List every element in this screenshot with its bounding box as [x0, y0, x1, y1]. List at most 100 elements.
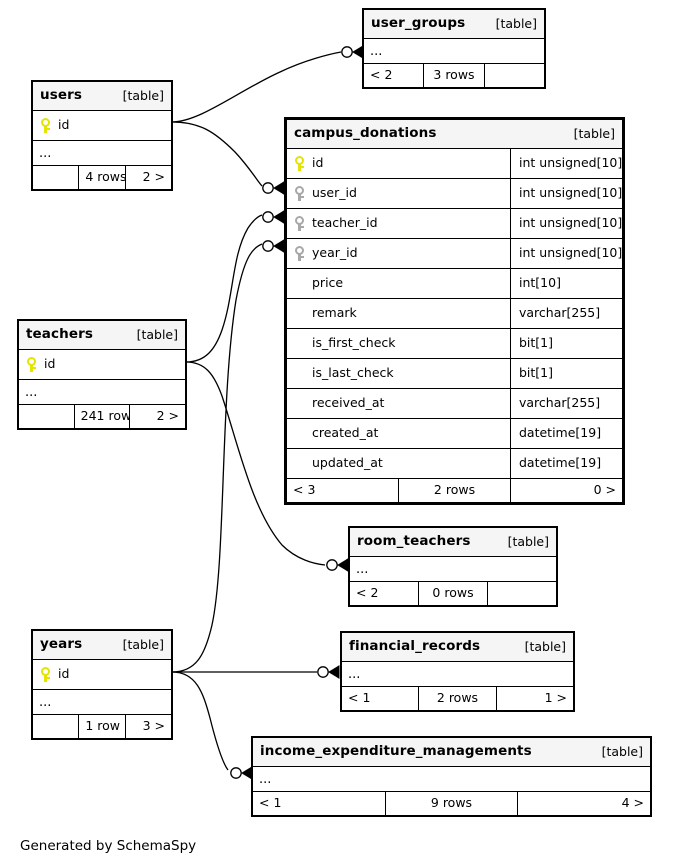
column-row-user-id[interactable]: user_id: [286, 178, 511, 209]
column-row-is-first-check[interactable]: is_first_check: [286, 328, 511, 359]
column-row-year-id[interactable]: year_id: [286, 238, 511, 269]
column-name: year_id: [312, 245, 358, 261]
table-title: users: [40, 87, 82, 104]
column-row[interactable]: id: [32, 110, 172, 141]
footer-child-count[interactable]: 2 >: [129, 404, 186, 429]
table-title: years: [40, 636, 83, 653]
footer-row-count: 2 rows: [418, 686, 497, 711]
column-row-remark[interactable]: remark: [286, 298, 511, 329]
column-name: id: [58, 117, 70, 133]
primary-key-icon: [41, 118, 50, 133]
column-row-created-at[interactable]: created_at: [286, 418, 511, 449]
table-header-financial-records: financial_records [table]: [341, 632, 574, 662]
table-node-user-groups[interactable]: user_groups [table] ... < 2 3 rows: [362, 8, 546, 89]
table-body-ellipsis: ...: [252, 766, 651, 792]
table-body-ellipsis: ...: [18, 379, 186, 405]
column-name: is_last_check: [312, 365, 394, 381]
table-type-tag: [table]: [122, 636, 164, 652]
footer-row-count: 3 rows: [423, 63, 485, 88]
footer-child-count[interactable]: 1 >: [495, 686, 575, 711]
footer-child-count[interactable]: 4 >: [517, 791, 651, 816]
footer-child-count[interactable]: 2 >: [124, 165, 173, 190]
column-row[interactable]: id: [32, 659, 172, 690]
table-title: user_groups: [371, 15, 466, 32]
footer-row-count: 241 rows: [73, 404, 131, 429]
column-type: varchar[255]: [510, 388, 623, 419]
primary-key-icon: [27, 357, 36, 372]
footer-row-count: 4 rows: [78, 165, 126, 190]
column-name: user_id: [312, 185, 357, 201]
edge-teachers-to-campus-donations-teacher-id: [185, 210, 285, 363]
footer-parent-count[interactable]: < 1: [340, 686, 420, 711]
edge-years-to-financial-records: [172, 665, 340, 679]
column-row-updated-at[interactable]: updated_at: [286, 448, 511, 479]
column-type: int unsigned[10]: [510, 178, 623, 209]
table-title: teachers: [26, 326, 93, 343]
column-type: datetime[19]: [510, 448, 623, 479]
footer-row-count: 9 rows: [384, 791, 519, 816]
table-node-users[interactable]: users [table] id ... 4 rows: [31, 80, 173, 191]
foreign-key-icon: [295, 216, 304, 231]
footer-child-count[interactable]: [487, 581, 557, 606]
table-header-income-expenditure-managements: income_expenditure_managements [table]: [252, 737, 651, 767]
footer-row-count: 0 rows: [418, 581, 488, 606]
column-row[interactable]: id: [18, 349, 186, 380]
table-body-ellipsis: ...: [32, 689, 172, 715]
foreign-key-icon: [295, 246, 304, 261]
footer-child-count[interactable]: 0 >: [510, 478, 623, 503]
table-header-room-teachers: room_teachers [table]: [349, 527, 557, 557]
table-body-ellipsis: ...: [363, 38, 545, 64]
column-row-price[interactable]: price: [286, 268, 511, 299]
table-type-tag: [table]: [524, 638, 566, 654]
edge-users-to-user-groups: [171, 45, 364, 123]
column-row-teacher-id[interactable]: teacher_id: [286, 208, 511, 239]
footer-parent-count[interactable]: < 1: [252, 791, 386, 816]
table-type-tag: [table]: [601, 743, 643, 759]
table-title: income_expenditure_managements: [260, 743, 532, 760]
footer-parent-count[interactable]: < 2: [362, 63, 425, 88]
column-name: teacher_id: [312, 215, 378, 231]
edge-years-to-campus-donations-year-id: [171, 239, 285, 673]
footer-parent-count[interactable]: < 2: [349, 581, 419, 606]
column-row-is-last-check[interactable]: is_last_check: [286, 358, 511, 389]
edge-users-to-campus-donations-user-id: [171, 121, 285, 195]
column-type: int unsigned[10]: [510, 148, 623, 179]
table-title: financial_records: [349, 638, 481, 655]
column-type: bit[1]: [510, 328, 623, 359]
column-name: price: [312, 275, 344, 291]
table-node-financial-records[interactable]: financial_records [table] ... < 1 2 rows…: [340, 631, 575, 712]
footer-child-count[interactable]: [483, 63, 546, 88]
footer-parent-count[interactable]: < 3: [286, 478, 399, 503]
column-name: id: [44, 356, 56, 372]
table-node-income-expenditure-managements[interactable]: income_expenditure_managements [table] .…: [251, 736, 652, 817]
footer-child-count[interactable]: 3 >: [124, 714, 173, 739]
table-header-users: users [table]: [32, 81, 172, 111]
column-name: remark: [312, 305, 357, 321]
column-type: int[10]: [510, 268, 623, 299]
column-type: int unsigned[10]: [510, 208, 623, 239]
column-type: datetime[19]: [510, 418, 623, 449]
table-node-teachers[interactable]: teachers [table] id ... 241 rows: [17, 319, 187, 430]
table-node-years[interactable]: years [table] id ... 1 row 3: [31, 629, 173, 740]
column-name: received_at: [312, 395, 385, 411]
table-node-room-teachers[interactable]: room_teachers [table] ... < 2 0 rows: [348, 526, 558, 607]
column-row-received-at[interactable]: received_at: [286, 388, 511, 419]
table-body-ellipsis: ...: [341, 661, 574, 687]
footer-parent-count[interactable]: [31, 714, 80, 739]
footer-parent-count[interactable]: [31, 165, 80, 190]
column-row-id[interactable]: id: [286, 148, 511, 179]
primary-key-icon: [295, 156, 304, 171]
column-type: varchar[255]: [510, 298, 623, 329]
table-header-campus-donations: campus_donations [table]: [286, 119, 623, 149]
edge-years-to-income-expenditure-managements: [171, 671, 253, 780]
column-name: id: [312, 155, 324, 171]
table-body-ellipsis: ...: [32, 140, 172, 166]
table-type-tag: [table]: [507, 533, 549, 549]
generated-by-footer: Generated by SchemaSpy: [20, 838, 197, 854]
footer-parent-count[interactable]: [18, 404, 75, 429]
column-name: updated_at: [312, 455, 383, 471]
footer-row-count: 2 rows: [398, 478, 511, 503]
table-type-tag: [table]: [122, 87, 164, 103]
table-node-campus-donations[interactable]: campus_donations [table] id int unsigned…: [284, 117, 625, 505]
